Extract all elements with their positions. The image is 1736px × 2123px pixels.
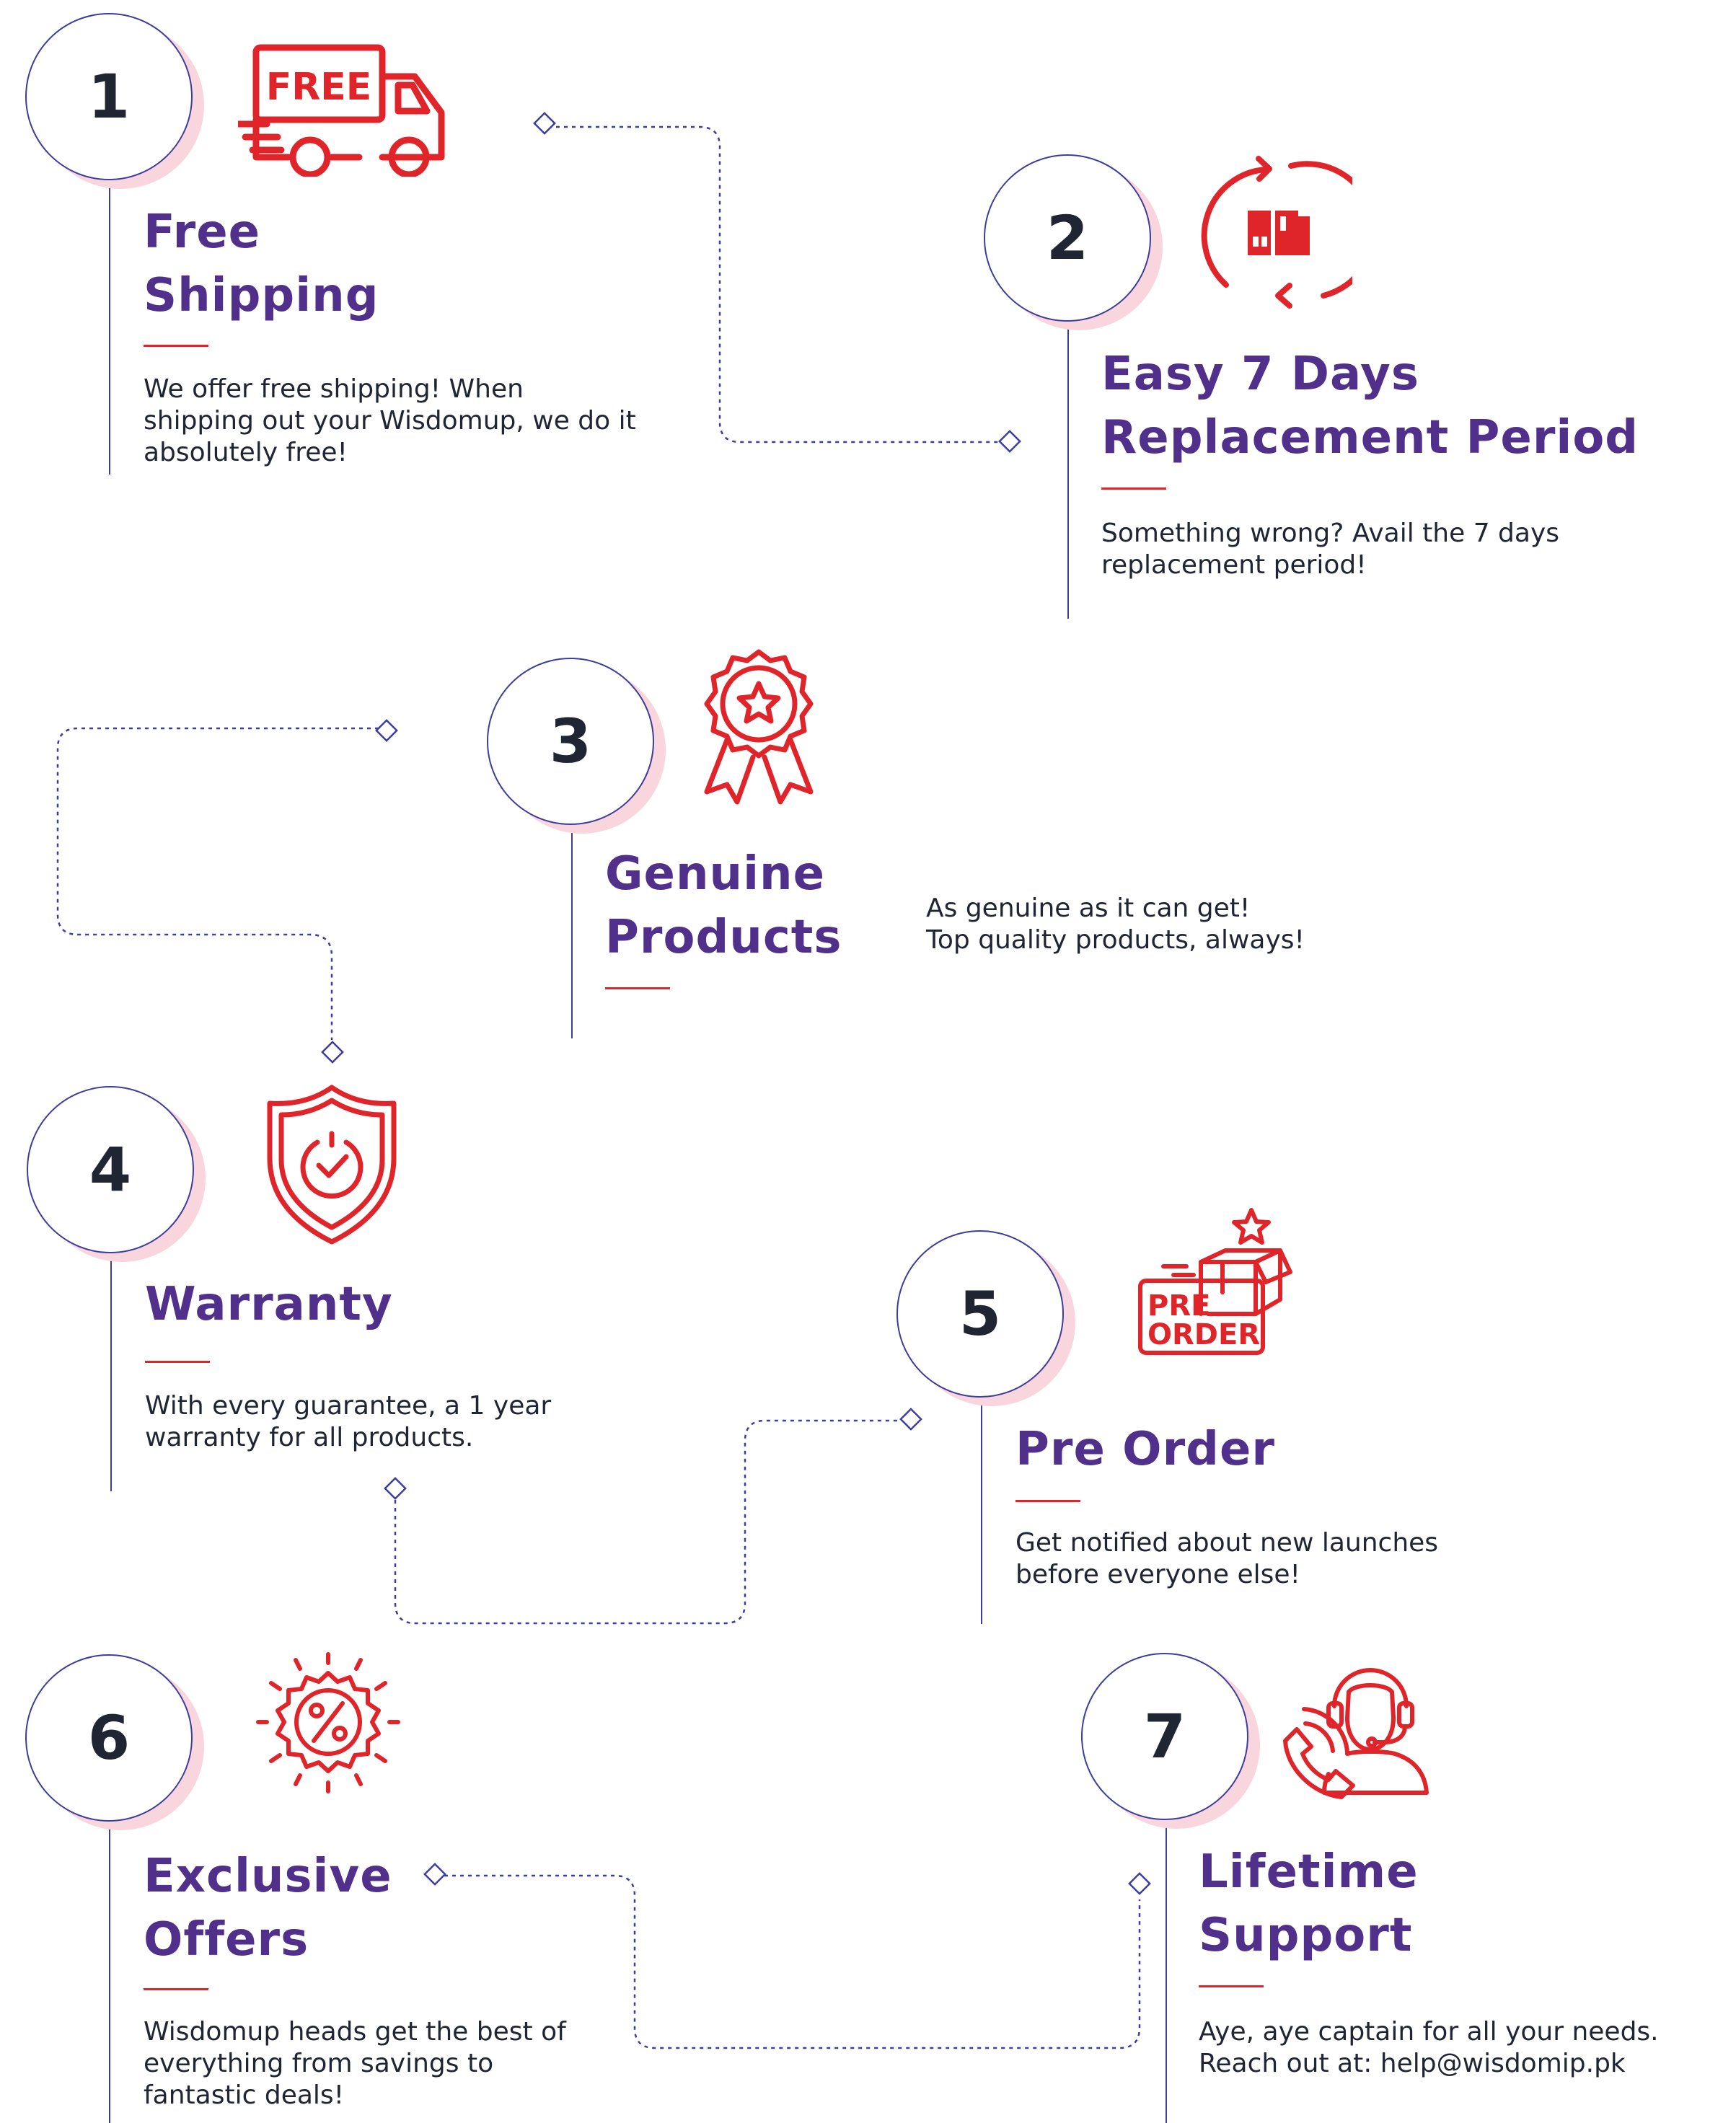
title-underline bbox=[144, 345, 208, 347]
step-number-circle: 4 bbox=[27, 1086, 194, 1253]
connector-node bbox=[423, 1863, 446, 1886]
pre-order-box-icon: PRE ORDER bbox=[1136, 1206, 1295, 1364]
step-description: As genuine as it can get! Top quality pr… bbox=[926, 893, 1305, 956]
title-line: Free bbox=[144, 206, 260, 259]
title-line: Replacement Period bbox=[1101, 411, 1639, 464]
step-number-circle: 5 bbox=[896, 1230, 1064, 1398]
step-number-circle: 1 bbox=[25, 13, 193, 180]
connector-node bbox=[321, 1041, 344, 1064]
desc-line: fantastic deals! bbox=[144, 2080, 345, 2110]
step-title: Easy 7 Days Replacement Period bbox=[1101, 343, 1639, 469]
step-description: Something wrong? Avail the 7 days replac… bbox=[1101, 518, 1559, 581]
desc-line: With every guarantee, a 1 year bbox=[145, 1391, 552, 1421]
desc-line: We offer free shipping! When bbox=[144, 374, 524, 404]
step-number: 3 bbox=[549, 706, 592, 777]
step-line bbox=[571, 825, 573, 1038]
warranty-shield-check-icon bbox=[265, 1083, 399, 1245]
step-description: Get notified about new launches before e… bbox=[1015, 1527, 1438, 1591]
title-underline bbox=[1199, 1985, 1264, 1987]
connector-node bbox=[375, 719, 398, 742]
desc-line: Something wrong? Avail the 7 days bbox=[1101, 518, 1560, 548]
step-number-circle: 3 bbox=[487, 658, 654, 825]
step-number: 6 bbox=[87, 1703, 131, 1773]
pre-order-label-pre: PRE bbox=[1147, 1289, 1210, 1323]
desc-line: everything from savings to bbox=[144, 2049, 494, 2078]
discount-percent-badge-icon bbox=[245, 1651, 411, 1814]
title-line: Genuine bbox=[605, 847, 825, 901]
step-title: Genuine Products bbox=[605, 842, 842, 969]
desc-line: As genuine as it can get! bbox=[926, 893, 1251, 923]
title-line: Exclusive bbox=[144, 1850, 392, 1903]
step-number: 1 bbox=[87, 61, 131, 132]
title-underline bbox=[1101, 487, 1166, 490]
desc-line: warranty for all products. bbox=[145, 1423, 474, 1452]
step-description: We offer free shipping! When shipping ou… bbox=[144, 374, 636, 469]
step-line bbox=[110, 1253, 112, 1491]
step-line bbox=[981, 1399, 982, 1624]
step-title: Exclusive Offers bbox=[144, 1845, 392, 1972]
title-line: Products bbox=[605, 911, 842, 964]
desc-line: replacement period! bbox=[1101, 550, 1367, 580]
title-line: Support bbox=[1199, 1909, 1413, 1962]
step-title: Lifetime Support bbox=[1199, 1840, 1419, 1967]
connector-node bbox=[533, 112, 556, 135]
title-line: Lifetime bbox=[1199, 1845, 1419, 1899]
free-shipping-truck-icon: FREE bbox=[238, 43, 447, 177]
connector-4-5 bbox=[394, 1419, 902, 1625]
connector-node bbox=[384, 1477, 407, 1500]
step-number: 7 bbox=[1143, 1701, 1186, 1772]
desc-line: Get notified about new launches bbox=[1015, 1528, 1439, 1558]
title-line: Shipping bbox=[144, 269, 379, 322]
connector-2-3 bbox=[56, 727, 379, 1040]
step-number-circle: 2 bbox=[984, 154, 1151, 322]
desc-line: Reach out at: help@wisdomip.pk bbox=[1199, 2049, 1626, 2078]
step-description: Aye, aye captain for all your needs. Rea… bbox=[1199, 2016, 1659, 2080]
connector-node bbox=[1128, 1872, 1151, 1895]
pre-order-label-order: ORDER bbox=[1147, 1318, 1260, 1351]
step-number: 2 bbox=[1046, 203, 1089, 273]
step-line bbox=[1166, 1822, 1167, 2123]
connector-node bbox=[998, 430, 1021, 453]
desc-line: shipping out your Wisdomup, we do it bbox=[144, 406, 636, 436]
step-number: 4 bbox=[89, 1134, 132, 1205]
title-line: Pre Order bbox=[1015, 1423, 1275, 1476]
title-line: Easy 7 Days bbox=[1101, 348, 1419, 401]
replacement-cycle-icon bbox=[1197, 151, 1352, 314]
customer-support-headset-icon bbox=[1277, 1646, 1432, 1808]
desc-line: Top quality products, always! bbox=[926, 925, 1305, 955]
step-number: 5 bbox=[959, 1279, 1002, 1349]
award-badge-star-icon bbox=[692, 648, 826, 810]
title-underline bbox=[145, 1361, 210, 1363]
desc-line: Aye, aye captain for all your needs. bbox=[1199, 2017, 1659, 2047]
title-underline bbox=[605, 987, 670, 989]
step-title: Pre Order bbox=[1015, 1418, 1275, 1481]
step-number-circle: 6 bbox=[25, 1654, 193, 1822]
desc-line: Wisdomup heads get the best of bbox=[144, 2017, 566, 2047]
step-line bbox=[109, 180, 110, 475]
title-line: Offers bbox=[144, 1913, 309, 1967]
step-number-circle: 7 bbox=[1081, 1653, 1248, 1820]
step-description: With every guarantee, a 1 year warranty … bbox=[145, 1390, 551, 1454]
step-title: Warranty bbox=[145, 1273, 393, 1336]
desc-line: absolutely free! bbox=[144, 438, 348, 467]
step-description: Wisdomup heads get the best of everythin… bbox=[144, 2016, 566, 2111]
step-line bbox=[109, 1822, 110, 2123]
connector-node bbox=[899, 1408, 922, 1431]
title-underline bbox=[1015, 1500, 1080, 1502]
truck-free-label: FREE bbox=[266, 66, 372, 109]
desc-line: before everyone else! bbox=[1015, 1560, 1300, 1589]
title-line: Warranty bbox=[145, 1278, 393, 1331]
step-title: Free Shipping bbox=[144, 200, 379, 327]
title-underline bbox=[144, 1988, 208, 1990]
connector-1-2 bbox=[548, 125, 1003, 443]
connector-6-7 bbox=[444, 1874, 1141, 2049]
step-line bbox=[1067, 323, 1069, 619]
